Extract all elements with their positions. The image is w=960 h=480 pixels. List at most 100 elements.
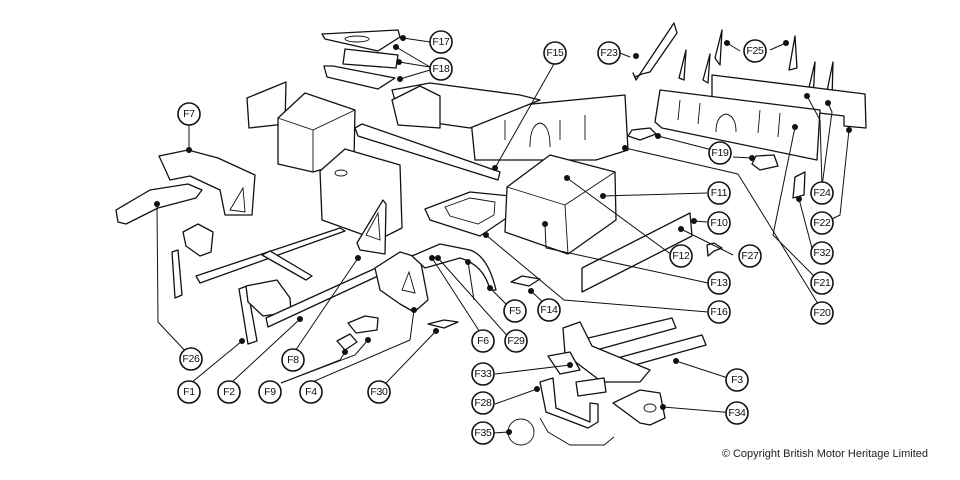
callout-f23: F23 [597, 41, 621, 65]
callout-label: F4 [305, 386, 317, 398]
callout-f15: F15 [543, 41, 567, 65]
callout-label: F5 [509, 305, 521, 317]
callout-f25: F25 [743, 39, 767, 63]
callout-f19: F19 [708, 141, 732, 165]
callout-label: F12 [672, 250, 690, 262]
callout-f22: F22 [810, 211, 834, 235]
callout-label: F3 [731, 374, 743, 386]
callout-f12: F12 [669, 244, 693, 268]
part-f9-bracket-b [336, 333, 358, 351]
callout-f28: F28 [471, 391, 495, 415]
part-seat-box [504, 154, 617, 255]
part-inner-panel [319, 148, 403, 241]
callout-f35: F35 [471, 421, 495, 445]
callout-f9: F9 [258, 380, 282, 404]
callout-f18: F18 [429, 57, 453, 81]
part-f23-bracket [632, 22, 678, 81]
part-f4-wheelarch [374, 251, 429, 313]
callout-label: F14 [540, 304, 558, 316]
callout-label: F13 [710, 277, 728, 289]
callout-f7: F7 [177, 102, 201, 126]
part-f1-upright [238, 285, 258, 345]
callout-f16: F16 [707, 300, 731, 324]
part-f8-gusset [356, 199, 387, 255]
callout-label: F34 [728, 407, 746, 419]
callout-f20: F20 [810, 301, 834, 325]
part-f19-bracket-a [627, 127, 657, 141]
part-f35-torsion-bar [539, 417, 615, 446]
callout-label: F10 [710, 217, 728, 229]
callout-f29: F29 [504, 329, 528, 353]
part-f28-bracket [539, 377, 599, 429]
callout-f13: F13 [707, 271, 731, 295]
leader-lines [156, 37, 850, 434]
callout-f30: F30 [367, 380, 391, 404]
callout-label: F25 [746, 45, 764, 57]
part-f25-gusset-a [714, 29, 723, 66]
part-f10-panel [581, 212, 693, 293]
part-f14-gusset [510, 275, 541, 287]
part-f25-gusset-c [678, 49, 687, 81]
callout-f24: F24 [810, 181, 834, 205]
part-f30-plate [427, 319, 459, 329]
callout-f33: F33 [471, 362, 495, 386]
callout-label: F30 [370, 386, 388, 398]
callout-label: F9 [264, 386, 276, 398]
part-f25-gusset-b [788, 35, 798, 71]
part-crossbar [261, 250, 313, 281]
callout-f1: F1 [177, 380, 201, 404]
part-f19-bracket-b [751, 154, 779, 171]
part-upright-left [171, 249, 183, 299]
part-f18-tray [323, 65, 396, 90]
callout-label: F20 [813, 307, 831, 319]
part-engine-mount [182, 223, 214, 257]
callout-label: F29 [507, 335, 525, 347]
copyright-notice: © Copyright British Motor Heritage Limit… [721, 448, 928, 460]
callout-label: F19 [711, 147, 729, 159]
callout-label: F17 [432, 36, 450, 48]
callout-label: F1 [183, 386, 195, 398]
callout-f8: F8 [281, 348, 305, 372]
callout-label: F11 [711, 187, 728, 199]
callout-label: F18 [432, 63, 450, 75]
callout-f14: F14 [537, 298, 561, 322]
callout-label: F22 [813, 217, 831, 229]
callout-f34: F34 [725, 401, 749, 425]
part-wheelarch [391, 85, 441, 129]
callout-label: F8 [287, 354, 299, 366]
callout-label: F28 [474, 397, 492, 409]
callout-label: F15 [546, 47, 564, 59]
callout-f32: F32 [810, 241, 834, 265]
callout-label: F26 [182, 353, 200, 365]
callout-label: F27 [741, 250, 759, 262]
part-f9-bracket-a [347, 315, 379, 334]
callout-f11: F11 [707, 181, 731, 205]
callout-label: F35 [474, 427, 492, 439]
callout-f2: F2 [217, 380, 241, 404]
callout-f4: F4 [299, 380, 323, 404]
part-f34-arm [612, 389, 666, 426]
part-rear-heelboard [654, 89, 821, 161]
part-f17-panel [321, 29, 401, 52]
callout-f6: F6 [471, 329, 495, 353]
callout-f27: F27 [738, 244, 762, 268]
callout-label: F33 [474, 368, 492, 380]
callout-label: F6 [477, 335, 489, 347]
leader-dots [154, 35, 852, 435]
callout-f17: F17 [429, 30, 453, 54]
part-f15-sill [354, 123, 501, 181]
callout-label: F16 [710, 306, 728, 318]
callout-label: F7 [183, 108, 195, 120]
callout-f26: F26 [179, 347, 203, 371]
callout-label: F2 [223, 386, 235, 398]
part-f18-box [342, 48, 399, 69]
part-f32 [792, 171, 806, 199]
callout-label: F23 [600, 47, 618, 59]
part-f33-block [575, 377, 607, 397]
callout-label: F21 [813, 277, 831, 289]
callout-f10: F10 [707, 211, 731, 235]
part-f7-wheelarch-rail [158, 149, 256, 216]
part-f27-clip [706, 242, 723, 257]
callout-f3: F3 [725, 368, 749, 392]
